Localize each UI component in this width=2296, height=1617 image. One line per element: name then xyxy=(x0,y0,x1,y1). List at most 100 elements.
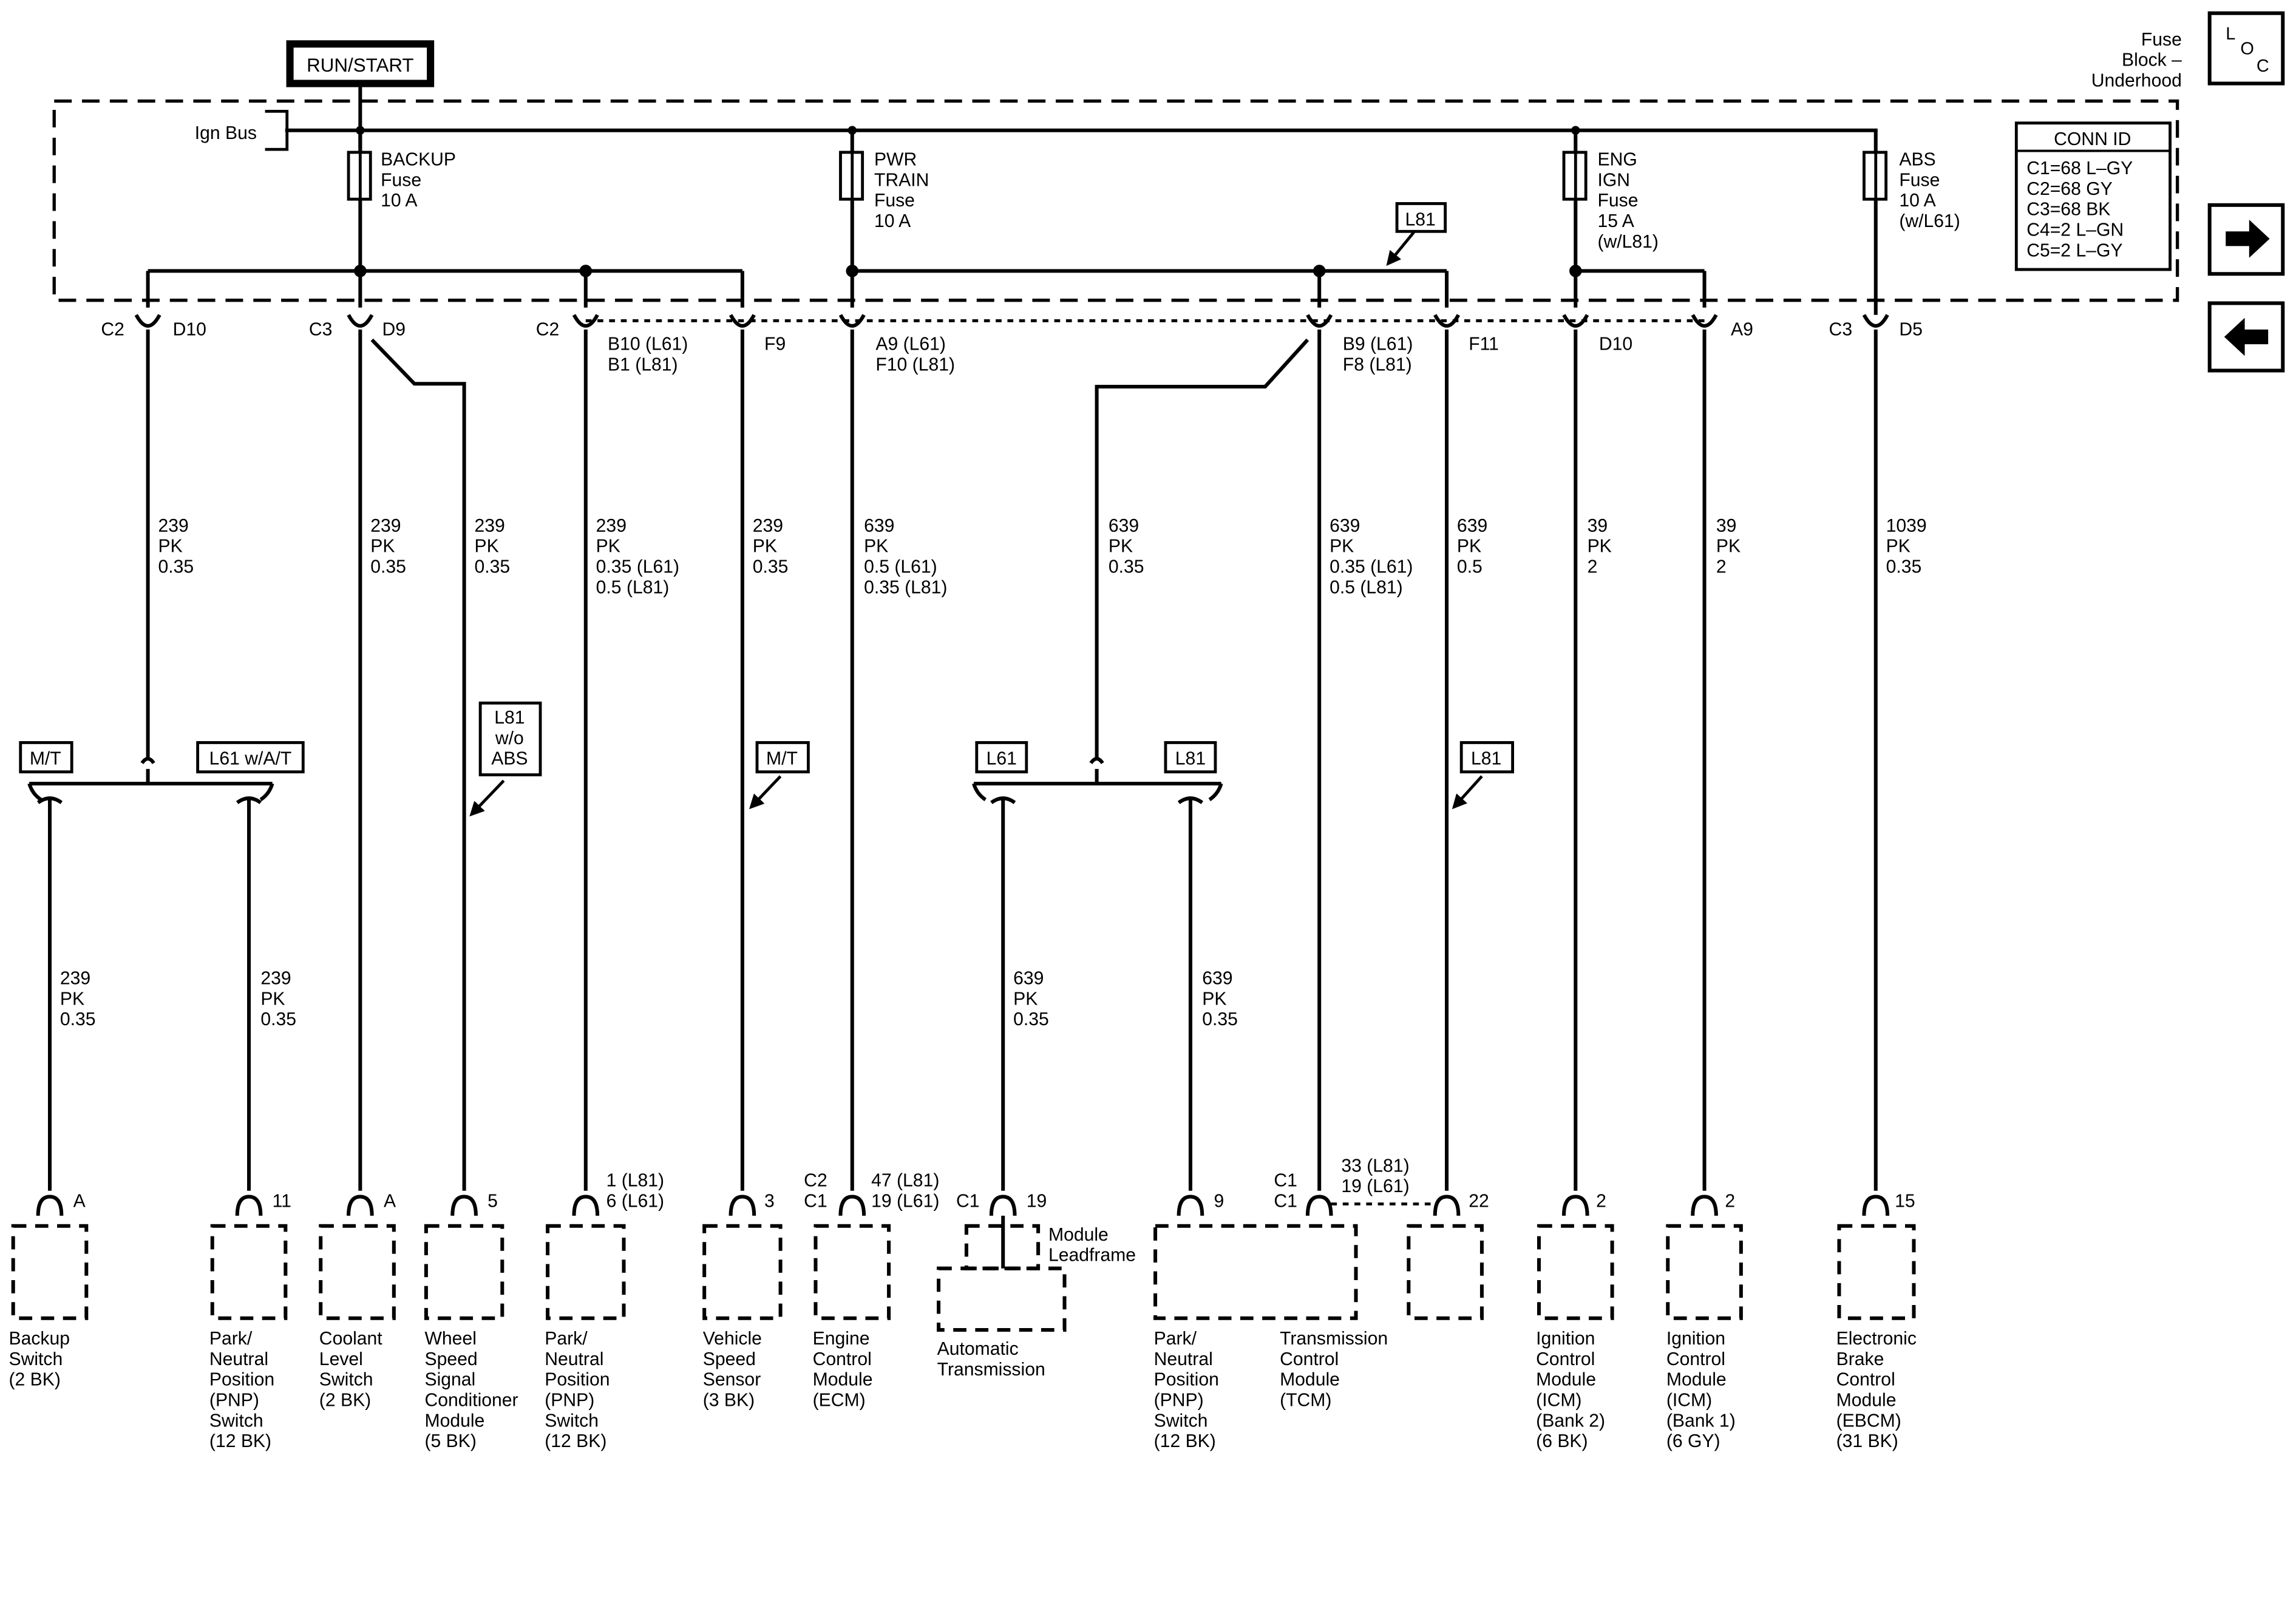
svg-text:Fuse: Fuse xyxy=(1899,170,1940,190)
svg-text:0.35: 0.35 xyxy=(260,1009,296,1029)
svg-text:L61 w/A/T: L61 w/A/T xyxy=(209,749,292,769)
svg-text:w/o: w/o xyxy=(495,728,524,748)
svg-text:Block –: Block – xyxy=(2122,50,2182,70)
wire-label: 1039 PK 0.35 xyxy=(1886,516,1927,577)
svg-text:PK: PK xyxy=(60,989,84,1009)
wire-label: 639 PK 0.35 xyxy=(1202,969,1238,1030)
svg-text:Switch: Switch xyxy=(209,1411,263,1431)
wire-label: 639 PK 0.35 (L61) 0.5 (L81) xyxy=(1330,516,1413,597)
conn-id-row: C2=68 GY xyxy=(2026,179,2113,199)
wire-labels-upper: 239 PK 0.35 239 PK 0.35 239 PK 0.35 239 … xyxy=(158,516,1926,597)
svg-text:Neutral: Neutral xyxy=(545,1349,603,1369)
svg-text:M/T: M/T xyxy=(30,749,61,769)
svg-text:2: 2 xyxy=(1588,557,1598,577)
svg-text:11: 11 xyxy=(273,1191,291,1211)
svg-text:(31 BK): (31 BK) xyxy=(1836,1431,1898,1451)
svg-text:RUN/START: RUN/START xyxy=(307,55,414,76)
component-tcm: Transmission Control Module (TCM) xyxy=(1280,1329,1388,1410)
wire-label: 239 PK 0.35 xyxy=(60,969,96,1030)
conn-id-row: C1=68 L–GY xyxy=(2026,158,2133,178)
svg-text:Fuse: Fuse xyxy=(381,170,421,190)
svg-text:Module: Module xyxy=(1280,1370,1340,1390)
svg-text:Control: Control xyxy=(1536,1349,1595,1369)
svg-text:Speed: Speed xyxy=(424,1349,477,1369)
svg-text:D10: D10 xyxy=(1599,334,1632,354)
next-page-button[interactable] xyxy=(2207,203,2285,276)
svg-text:Coolant: Coolant xyxy=(319,1329,382,1349)
svg-text:D5: D5 xyxy=(1899,320,1923,340)
svg-text:1039: 1039 xyxy=(1886,516,1927,536)
svg-text:(2 BK): (2 BK) xyxy=(319,1391,371,1411)
svg-text:6 (L61): 6 (L61) xyxy=(606,1191,664,1211)
svg-text:C1: C1 xyxy=(804,1191,827,1211)
svg-text:D9: D9 xyxy=(382,320,406,340)
svg-text:22: 22 xyxy=(1469,1191,1489,1211)
svg-text:0.35: 0.35 xyxy=(1013,1009,1049,1029)
component-labels: Backup Switch (2 BK) Park/ Neutral Posit… xyxy=(8,1329,1916,1451)
svg-text:IGN: IGN xyxy=(1597,170,1630,190)
svg-text:5: 5 xyxy=(487,1191,498,1211)
svg-text:Module: Module xyxy=(424,1411,484,1431)
component-wheel-speed-module: Wheel Speed Signal Conditioner Module (5… xyxy=(424,1329,518,1451)
loc-button[interactable]: L O C xyxy=(2207,11,2285,86)
top-connector-cups xyxy=(134,314,1889,328)
svg-text:Fuse: Fuse xyxy=(874,191,915,211)
svg-text:639: 639 xyxy=(864,516,894,536)
svg-text:15: 15 xyxy=(1895,1191,1915,1211)
svg-text:639: 639 xyxy=(1202,969,1232,989)
option-l61: L61 xyxy=(975,741,1028,774)
svg-text:Transmission: Transmission xyxy=(937,1360,1045,1380)
svg-text:0.5: 0.5 xyxy=(1457,557,1483,577)
option-l81-a: L81 xyxy=(1164,741,1217,774)
option-l81-b: L81 xyxy=(1452,741,1514,810)
component-ecm: Engine Control Module (ECM) xyxy=(813,1329,873,1410)
ign-bus: Ign Bus xyxy=(195,81,1878,154)
svg-text:Position: Position xyxy=(545,1370,610,1390)
wire-label: 639 PK 0.5 (L61) 0.35 (L81) xyxy=(864,516,947,597)
svg-text:239: 239 xyxy=(60,969,90,989)
svg-text:Sensor: Sensor xyxy=(703,1370,761,1390)
svg-text:639: 639 xyxy=(1013,969,1044,989)
svg-text:Module: Module xyxy=(813,1370,873,1390)
svg-text:2: 2 xyxy=(1596,1191,1606,1211)
svg-text:Switch: Switch xyxy=(319,1370,373,1390)
svg-text:A: A xyxy=(384,1191,396,1211)
component-icm-bank1: Ignition Control Module (ICM) (Bank 1) (… xyxy=(1666,1329,1736,1451)
wire-label: 239 PK 0.35 xyxy=(370,516,406,577)
svg-text:PK: PK xyxy=(474,537,498,557)
svg-text:3: 3 xyxy=(764,1191,775,1211)
main-wires xyxy=(27,329,1878,1191)
svg-text:(12 BK): (12 BK) xyxy=(545,1431,606,1451)
svg-text:F8 (L81): F8 (L81) xyxy=(1343,354,1412,375)
svg-text:19 (L61): 19 (L61) xyxy=(871,1191,939,1211)
svg-text:Control: Control xyxy=(1836,1370,1895,1390)
svg-text:0.35: 0.35 xyxy=(753,557,789,577)
wire-label: 39 PK 2 xyxy=(1716,516,1741,577)
svg-text:0.35 (L61): 0.35 (L61) xyxy=(596,557,679,577)
svg-text:L61: L61 xyxy=(987,749,1017,769)
svg-text:0.35: 0.35 xyxy=(1886,557,1922,577)
svg-text:Electronic: Electronic xyxy=(1836,1329,1917,1349)
fuse-abs: ABS Fuse 10 A (w/L61) xyxy=(1863,130,1960,315)
svg-text:639: 639 xyxy=(1109,516,1139,536)
component-boxes xyxy=(11,1224,1916,1332)
distribution-buses xyxy=(146,265,1707,308)
component-pnp-switch-2: Park/ Neutral Position (PNP) Switch (12 … xyxy=(545,1329,610,1451)
svg-text:(ICM): (ICM) xyxy=(1666,1391,1712,1411)
svg-text:PK: PK xyxy=(753,537,777,557)
svg-text:(w/L61): (w/L61) xyxy=(1899,211,1960,231)
svg-text:C3: C3 xyxy=(1829,320,1853,340)
wire-label: 239 PK 0.35 xyxy=(260,969,296,1030)
svg-text:Ignition: Ignition xyxy=(1536,1329,1595,1349)
component-vehicle-speed-sensor: Vehicle Speed Sensor (3 BK) xyxy=(703,1329,762,1410)
svg-text:PK: PK xyxy=(864,537,888,557)
component-automatic-transmission: Automatic Transmission xyxy=(937,1339,1045,1380)
svg-text:Backup: Backup xyxy=(8,1329,70,1349)
svg-text:19: 19 xyxy=(1027,1191,1047,1211)
svg-text:Control: Control xyxy=(813,1349,872,1369)
previous-page-button[interactable] xyxy=(2207,301,2285,373)
svg-text:239: 239 xyxy=(753,516,783,536)
svg-text:PK: PK xyxy=(1716,537,1741,557)
svg-text:(6 BK): (6 BK) xyxy=(1536,1431,1588,1451)
svg-text:(12 BK): (12 BK) xyxy=(1154,1431,1216,1451)
